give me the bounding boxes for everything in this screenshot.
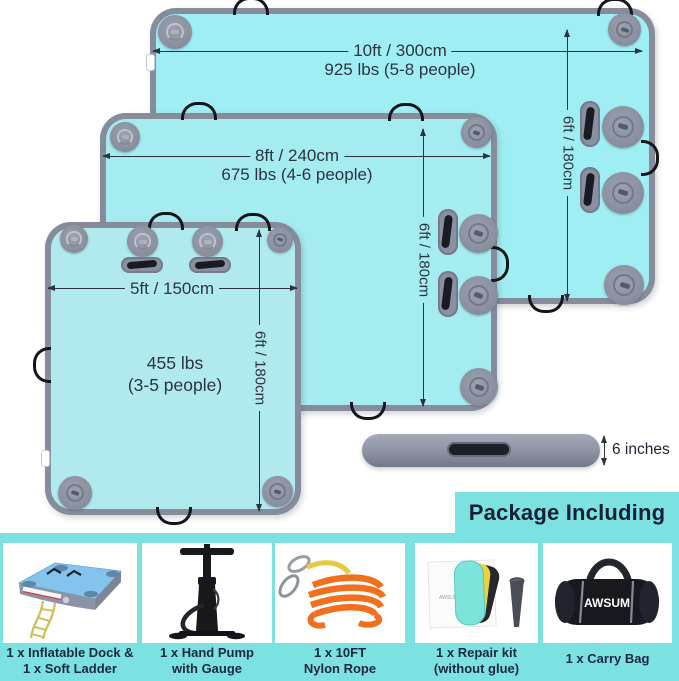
grab-handle-icon <box>580 101 600 147</box>
valve-pad-icon <box>262 476 293 507</box>
package-item-rope-card <box>275 543 405 643</box>
rope-handle-icon <box>597 0 633 16</box>
valve-pad-icon <box>459 214 498 253</box>
package-item-pump-label: 1 x Hand Pump with Gauge <box>160 645 254 676</box>
hand-pump-icon <box>169 544 245 640</box>
rope-handle-icon <box>235 213 271 231</box>
bag-brand-text: AWSUM <box>584 596 630 610</box>
valve-pad-icon <box>58 476 92 510</box>
rope-handle-icon <box>156 507 192 525</box>
edge-strap <box>41 450 50 467</box>
valve-pad-icon <box>602 106 644 148</box>
dock-medium-dimensions: 8ft / 240cm 675 lbs (4-6 people) <box>221 146 373 184</box>
rope-handle-icon <box>181 102 217 120</box>
grab-handle-icon <box>438 209 458 255</box>
inflatable-dock-icon <box>17 562 122 640</box>
dock-small-width-label: 5ft / 150cm <box>124 279 220 298</box>
thickness-dimension-arrow <box>600 435 607 466</box>
dock-medium-height-label: 6ft / 180cm <box>415 216 433 304</box>
grab-handle-icon <box>121 257 163 273</box>
package-item-pump-card <box>142 543 272 643</box>
edge-strap <box>146 54 155 71</box>
package-item-bag-card: AWSUM <box>543 543 672 643</box>
dock-medium-width-label: 8ft / 240cm <box>249 146 345 165</box>
grab-handle-icon <box>438 271 458 317</box>
rope-handle-icon <box>350 402 386 420</box>
grab-handle-icon <box>580 167 600 213</box>
valve-pad-icon <box>267 227 293 253</box>
dock-large-dimensions: 10ft / 300cm 925 lbs (5-8 people) <box>324 41 476 79</box>
valve-pad-icon <box>604 265 644 305</box>
hook-pad-icon <box>192 226 223 257</box>
rope-handle-icon <box>388 103 424 121</box>
rope-handle-icon <box>33 347 51 383</box>
rope-handle-icon <box>148 212 184 230</box>
package-item-repair-card: AWSUM <box>415 543 538 643</box>
package-items-strip: 1 x Inflatable Dock & 1 x Soft Ladder 1 … <box>0 533 679 681</box>
carry-bag-icon: AWSUM <box>555 558 659 625</box>
package-item-dock-label: 1 x Inflatable Dock & 1 x Soft Ladder <box>6 645 134 676</box>
dock-large-capacity-label: 925 lbs (5-8 people) <box>324 60 476 79</box>
d-ring-pad-icon <box>110 122 140 152</box>
dock-large-width-label: 10ft / 300cm <box>348 41 452 60</box>
d-ring-pad-icon <box>158 15 192 49</box>
hook-pad-icon <box>127 226 158 257</box>
side-handle-slot <box>447 442 511 457</box>
valve-pad-icon <box>460 368 498 406</box>
dock-side-view <box>362 434 600 467</box>
valve-pad-icon <box>461 117 492 148</box>
package-including-header: Package Including <box>455 492 679 533</box>
rope-handle-icon <box>528 295 564 313</box>
dock-small-capacity-label: 455 lbs (3-5 people) <box>127 353 223 395</box>
nylon-rope-icon <box>278 555 387 629</box>
repair-kit-brand-text: AWSUM <box>439 595 458 601</box>
dock-small-dimensions: 5ft / 150cm <box>124 279 220 298</box>
d-ring-pad-icon <box>60 225 88 253</box>
package-item-rope-label: 1 x 10FT Nylon Rope <box>303 645 377 676</box>
rope-handle-icon <box>233 0 269 15</box>
package-item-bag-label: 1 x Carry Bag <box>565 651 650 666</box>
dock-large-height-label: 6ft / 180cm <box>559 109 577 197</box>
thickness-label: 6 inches <box>612 441 670 458</box>
dock-medium-capacity-label: 675 lbs (4-6 people) <box>221 165 373 184</box>
rope-handle-icon <box>641 140 659 176</box>
valve-pad-icon <box>602 172 644 214</box>
dock-small-height-label: 6ft / 180cm <box>251 324 269 412</box>
package-item-dock-card <box>3 543 137 643</box>
package-item-repair-label: 1 x Repair kit (without glue) <box>433 645 520 676</box>
valve-pad-icon <box>608 13 641 46</box>
dock-small-top-view: 5ft / 150cm 455 lbs (3-5 people) 6ft / 1… <box>33 212 301 525</box>
repair-kit-icon: AWSUM <box>427 559 525 629</box>
valve-pad-icon <box>459 276 498 315</box>
grab-handle-icon <box>189 257 231 273</box>
